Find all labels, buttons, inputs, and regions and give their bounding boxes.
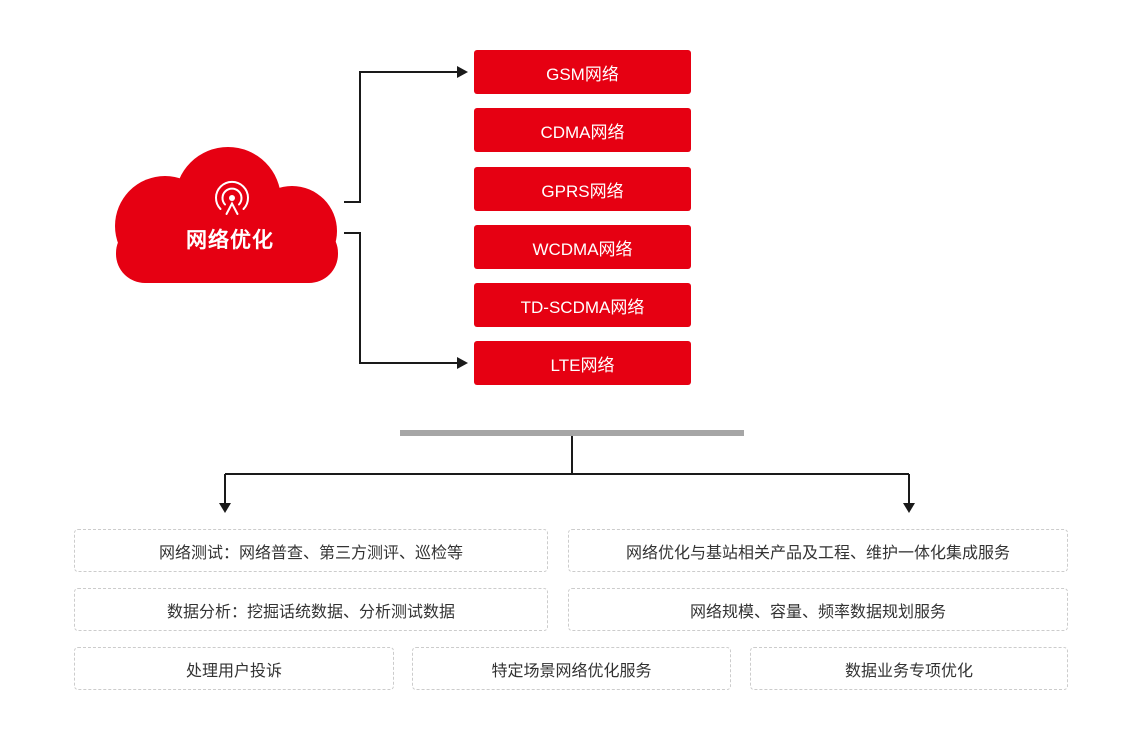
broadcast-icon bbox=[215, 180, 249, 215]
network-box-label: CDMA网络 bbox=[540, 122, 625, 142]
connector-cloud-to-lte bbox=[344, 232, 457, 364]
service-box-label: 数据业务专项优化 bbox=[844, 662, 973, 680]
service-box-label: 网络测试：网络普查、第三方测评、巡检等 bbox=[158, 544, 463, 562]
network-box-label: GPRS网络 bbox=[541, 181, 624, 201]
network-box-td-scdma: TD-SCDMA网络 bbox=[474, 283, 691, 327]
arrowhead-right bbox=[903, 503, 915, 513]
connector-cloud-to-gsm bbox=[344, 71, 457, 203]
service-box-scenario-optimization: 特定场景网络优化服务 bbox=[412, 647, 731, 690]
service-box-data-analysis: 数据分析：挖掘话统数据、分析测试数据 bbox=[74, 588, 548, 631]
network-box-cdma: CDMA网络 bbox=[474, 108, 691, 152]
divider-bar bbox=[400, 430, 744, 436]
service-box-network-testing: 网络测试：网络普查、第三方测评、巡检等 bbox=[74, 529, 548, 572]
service-box-user-complaints: 处理用户投诉 bbox=[74, 647, 394, 690]
network-box-wcdma: WCDMA网络 bbox=[474, 225, 691, 269]
network-box-lte: LTE网络 bbox=[474, 341, 691, 385]
arrowhead-left bbox=[219, 503, 231, 513]
service-box-label: 网络优化与基站相关产品及工程、维护一体化集成服务 bbox=[625, 544, 1010, 562]
service-box-label: 特定场景网络优化服务 bbox=[491, 662, 652, 680]
network-box-label: GSM网络 bbox=[546, 64, 619, 84]
service-box-label: 网络规模、容量、频率数据规划服务 bbox=[689, 603, 946, 621]
arrowhead-lte bbox=[457, 357, 468, 369]
cloud-shape bbox=[115, 147, 338, 283]
service-box-label: 处理用户投诉 bbox=[185, 662, 282, 680]
network-box-gsm: GSM网络 bbox=[474, 50, 691, 94]
network-box-label: WCDMA网络 bbox=[532, 239, 633, 259]
service-box-label: 数据分析：挖掘话统数据、分析测试数据 bbox=[166, 603, 455, 621]
network-box-label: LTE网络 bbox=[550, 355, 615, 375]
network-box-gprs: GPRS网络 bbox=[474, 167, 691, 211]
arrowhead-gsm bbox=[457, 66, 468, 78]
service-box-data-service-optimization: 数据业务专项优化 bbox=[750, 647, 1068, 690]
network-box-label: TD-SCDMA网络 bbox=[520, 297, 645, 317]
service-box-network-planning: 网络规模、容量、频率数据规划服务 bbox=[568, 588, 1068, 631]
service-box-integrated-service: 网络优化与基站相关产品及工程、维护一体化集成服务 bbox=[568, 529, 1068, 572]
cloud-label: 网络优化 bbox=[186, 229, 274, 252]
